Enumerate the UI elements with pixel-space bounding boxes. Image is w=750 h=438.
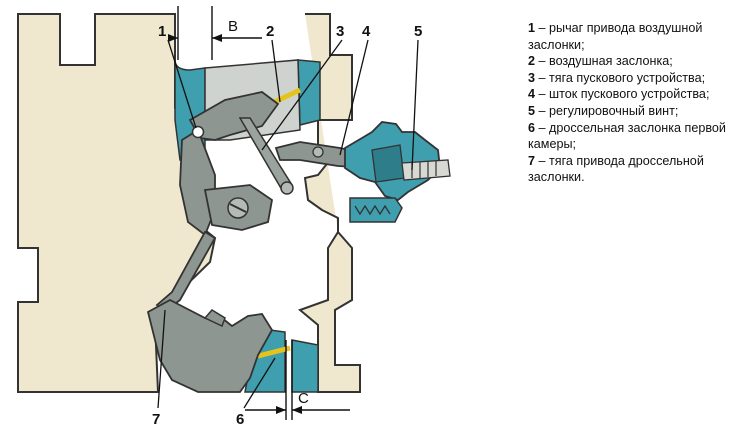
legend-item-5: 5 – регулировочный винт; — [528, 103, 679, 118]
callout-2: 2 — [266, 23, 274, 40]
dimension-c-arrow-left — [276, 406, 286, 414]
dimension-b — [168, 6, 262, 60]
callout-4: 4 — [362, 23, 371, 40]
callout-7: 7 — [152, 411, 160, 428]
lever-pin — [191, 125, 205, 139]
air-flap-lever — [188, 91, 280, 141]
leader-lines — [157, 39, 419, 409]
legend-item-6: 6 – дроссельная заслонка первой камеры; — [528, 120, 726, 152]
callout-3: 3 — [336, 23, 344, 40]
throttle-channel-right — [291, 339, 319, 393]
legend-item-3: 3 – тяга пускового устройства; — [528, 70, 706, 85]
carburetor-body-right — [298, 13, 361, 393]
callout-6: 6 — [236, 411, 244, 428]
throttle-flap — [257, 345, 291, 359]
dimension-b-label: B — [228, 18, 238, 35]
legend: 1 – рычаг привода воздушной заслонки; 2 … — [528, 20, 744, 186]
starter-spring — [354, 204, 391, 216]
air-channel-right — [297, 59, 321, 126]
legend-item-1: 1 – рычаг привода воздушной заслонки; — [528, 21, 703, 52]
adjusting-screw — [401, 159, 451, 181]
starter-diaphragm — [371, 144, 405, 183]
starter-spring-housing — [349, 197, 403, 223]
legend-item-4: 4 – шток пускового устройства; — [528, 87, 710, 102]
dimension-b-arrow-left — [168, 34, 178, 42]
carburetor-diagram: B C 1 2 3 4 5 6 7 — [17, 6, 451, 428]
dimension-c-arrow-right — [292, 406, 302, 414]
legend-item-7: 7 – тяга привода дроссельной заслонки. — [528, 153, 704, 185]
pivot-screw-slot — [229, 203, 247, 213]
dimension-b-arrow-right — [212, 34, 222, 42]
throttle-sector-tab — [203, 309, 226, 328]
rod-nut — [280, 181, 294, 195]
dimension-c-label: C — [298, 390, 309, 407]
callout-5: 5 — [414, 23, 422, 40]
callout-1: 1 — [158, 23, 166, 40]
legend-item-2: 2 – воздушная заслонка; — [528, 54, 673, 69]
stem-joint — [312, 146, 324, 158]
